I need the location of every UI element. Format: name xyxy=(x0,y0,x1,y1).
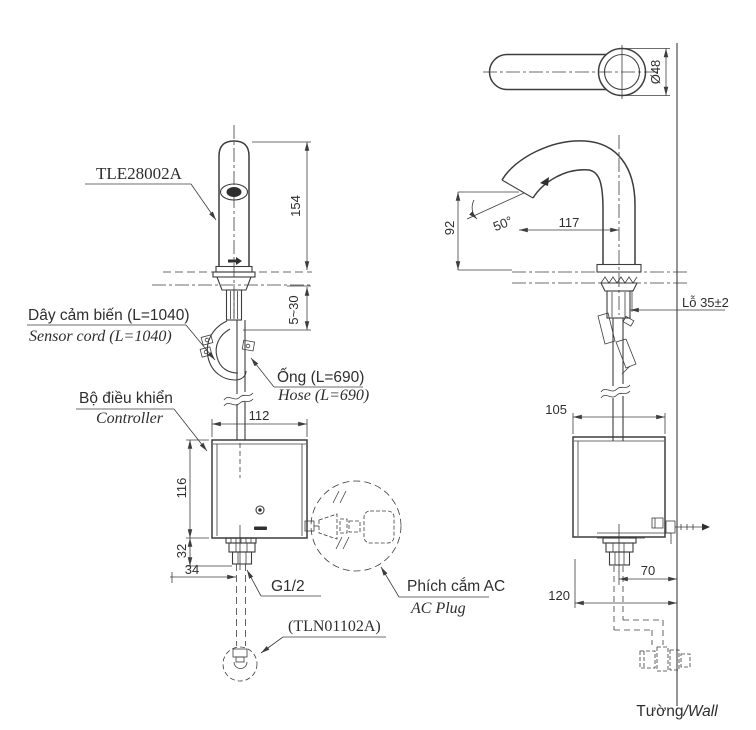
ac-plug-detail xyxy=(304,480,402,572)
dim-92: 92 xyxy=(442,221,457,235)
dim-34: 34 xyxy=(185,562,199,577)
front-view xyxy=(152,125,312,682)
dim-32: 32 xyxy=(174,544,189,558)
hose-side xyxy=(600,318,631,441)
dim-pipe-to-wall: 70 xyxy=(618,563,677,585)
controller-label: Bộ điều khiển Controller xyxy=(76,390,208,452)
dim-70: 70 xyxy=(641,563,655,578)
top-view: Ø48 xyxy=(483,45,670,99)
flow-arrow xyxy=(540,177,549,186)
dim-spout-reach: 117 xyxy=(519,215,619,233)
faucet-body xyxy=(218,140,250,266)
sensor-cord-loop xyxy=(199,320,256,381)
side-view: Ø48 50° Lỗ 35±2 xyxy=(442,43,729,720)
ac-detail-circle xyxy=(310,480,402,572)
dim-spout-height: 154 xyxy=(252,141,311,270)
ac-plug-en: AC Plug xyxy=(410,600,466,617)
body-plan-outer xyxy=(597,47,647,97)
dim-5-30: 5~30 xyxy=(286,295,301,324)
hose-front xyxy=(223,320,254,440)
sensor-cord-vi: Dây cảm biến (L=1040) xyxy=(28,307,190,324)
mounting-screw-tip xyxy=(702,523,710,531)
dim-controller-height: 116 xyxy=(174,439,209,539)
ac-plug-vi: Phích cắm AC xyxy=(407,578,505,595)
dim-controller-to-wall: 120 xyxy=(548,559,677,608)
sensor-cord-side xyxy=(597,312,637,375)
dim-fitting-offset: 34 xyxy=(170,562,236,583)
dim-120: 120 xyxy=(548,588,570,603)
dim-117: 117 xyxy=(559,215,580,230)
wall-label-en: /Wall xyxy=(683,703,719,720)
threaded-shank-side xyxy=(606,290,631,319)
spout-tip-cut xyxy=(501,179,534,199)
dim-fitting-height: 32 xyxy=(174,538,232,567)
controller-en: Controller xyxy=(96,410,164,427)
spout-outer-curve xyxy=(501,140,636,264)
product-code-leader xyxy=(190,183,217,221)
hose-leader xyxy=(250,357,275,388)
sensor-cord-en: Sensor cord (L=1040) xyxy=(29,328,172,345)
wall-valve xyxy=(639,650,656,669)
valve-detail-circle xyxy=(222,646,258,682)
dim-deck-thickness: 5~30 xyxy=(243,285,311,331)
hose-vi: Ống (L=690) xyxy=(277,368,364,386)
product-code-label: TLE28002A xyxy=(85,164,217,221)
sensor-cord-label: Dây cảm biến (L=1040) Sensor cord (L=104… xyxy=(27,307,216,361)
threaded-shank xyxy=(225,289,243,321)
wall-label-vi: Tường xyxy=(636,703,683,720)
spare-code-label: (TLN01102A) xyxy=(260,618,386,654)
dim-154: 154 xyxy=(288,195,303,217)
lock-washer xyxy=(600,276,638,284)
plug-body xyxy=(363,510,395,544)
thread-label: G1/2 xyxy=(246,569,321,597)
angle-arc xyxy=(469,199,478,220)
controller-vi: Bộ điều khiển xyxy=(79,390,173,407)
dim-116: 116 xyxy=(174,478,189,499)
faucet-side: 50° xyxy=(466,135,690,319)
logo-mark xyxy=(254,526,267,530)
wall-label: Tường/Wall xyxy=(636,703,718,720)
dim-controller-width: 112 xyxy=(211,408,308,437)
mounting-screw-head xyxy=(665,520,676,534)
outlet-fitting-front xyxy=(225,537,257,565)
thread-leader xyxy=(246,569,262,597)
controller-box-side xyxy=(572,436,710,572)
plug-connector xyxy=(318,513,338,540)
sensor-eye-pupil xyxy=(226,187,242,197)
hose-en: Hose (L=690) xyxy=(277,387,369,404)
controller-box-front xyxy=(211,439,308,570)
front-dimensions: 154 5~30 112 116 32 34 xyxy=(170,141,311,583)
thread-size-text: G1/2 xyxy=(271,578,305,595)
body-plan-inner xyxy=(603,53,641,91)
mounting-cone xyxy=(216,276,252,291)
wall-bracket xyxy=(651,517,664,529)
ac-plug-leader xyxy=(380,566,400,598)
stop-valve xyxy=(232,648,248,658)
dim-controller-depth: 105 xyxy=(545,402,666,434)
controller-leader xyxy=(173,408,208,452)
flange-side xyxy=(596,263,642,273)
ac-plug-label: Phích cắm AC AC Plug xyxy=(380,566,505,617)
spare-code-leader xyxy=(260,636,284,654)
mounting-hole-text: Lỗ 35±2 xyxy=(682,295,729,310)
front-labels: TLE28002A Dây cảm biến (L=1040) Sensor c… xyxy=(27,164,505,654)
sensor-cord-leader xyxy=(185,324,216,361)
dim-mounting-hole: Lỗ 35±2 xyxy=(630,290,729,313)
dim-50deg: 50° xyxy=(491,213,515,234)
sensor-eye xyxy=(219,183,249,201)
product-code-text: TLE28002A xyxy=(96,164,183,183)
spare-code-text: (TLN01102A) xyxy=(288,618,381,635)
led-indicator xyxy=(255,505,265,515)
dim-105: 105 xyxy=(545,402,567,417)
aerator-mark xyxy=(228,257,242,265)
hose-label: Ống (L=690) Hose (L=690) xyxy=(250,357,369,404)
supply-pipe-front xyxy=(222,564,258,682)
break-symbol xyxy=(223,392,254,401)
dim-d48: Ø48 xyxy=(648,60,663,85)
dim-outlet-height: 92 xyxy=(442,191,519,271)
dim-112: 112 xyxy=(249,408,270,423)
spout-plan-outline xyxy=(488,53,606,91)
supply-pipe-side xyxy=(613,566,691,672)
